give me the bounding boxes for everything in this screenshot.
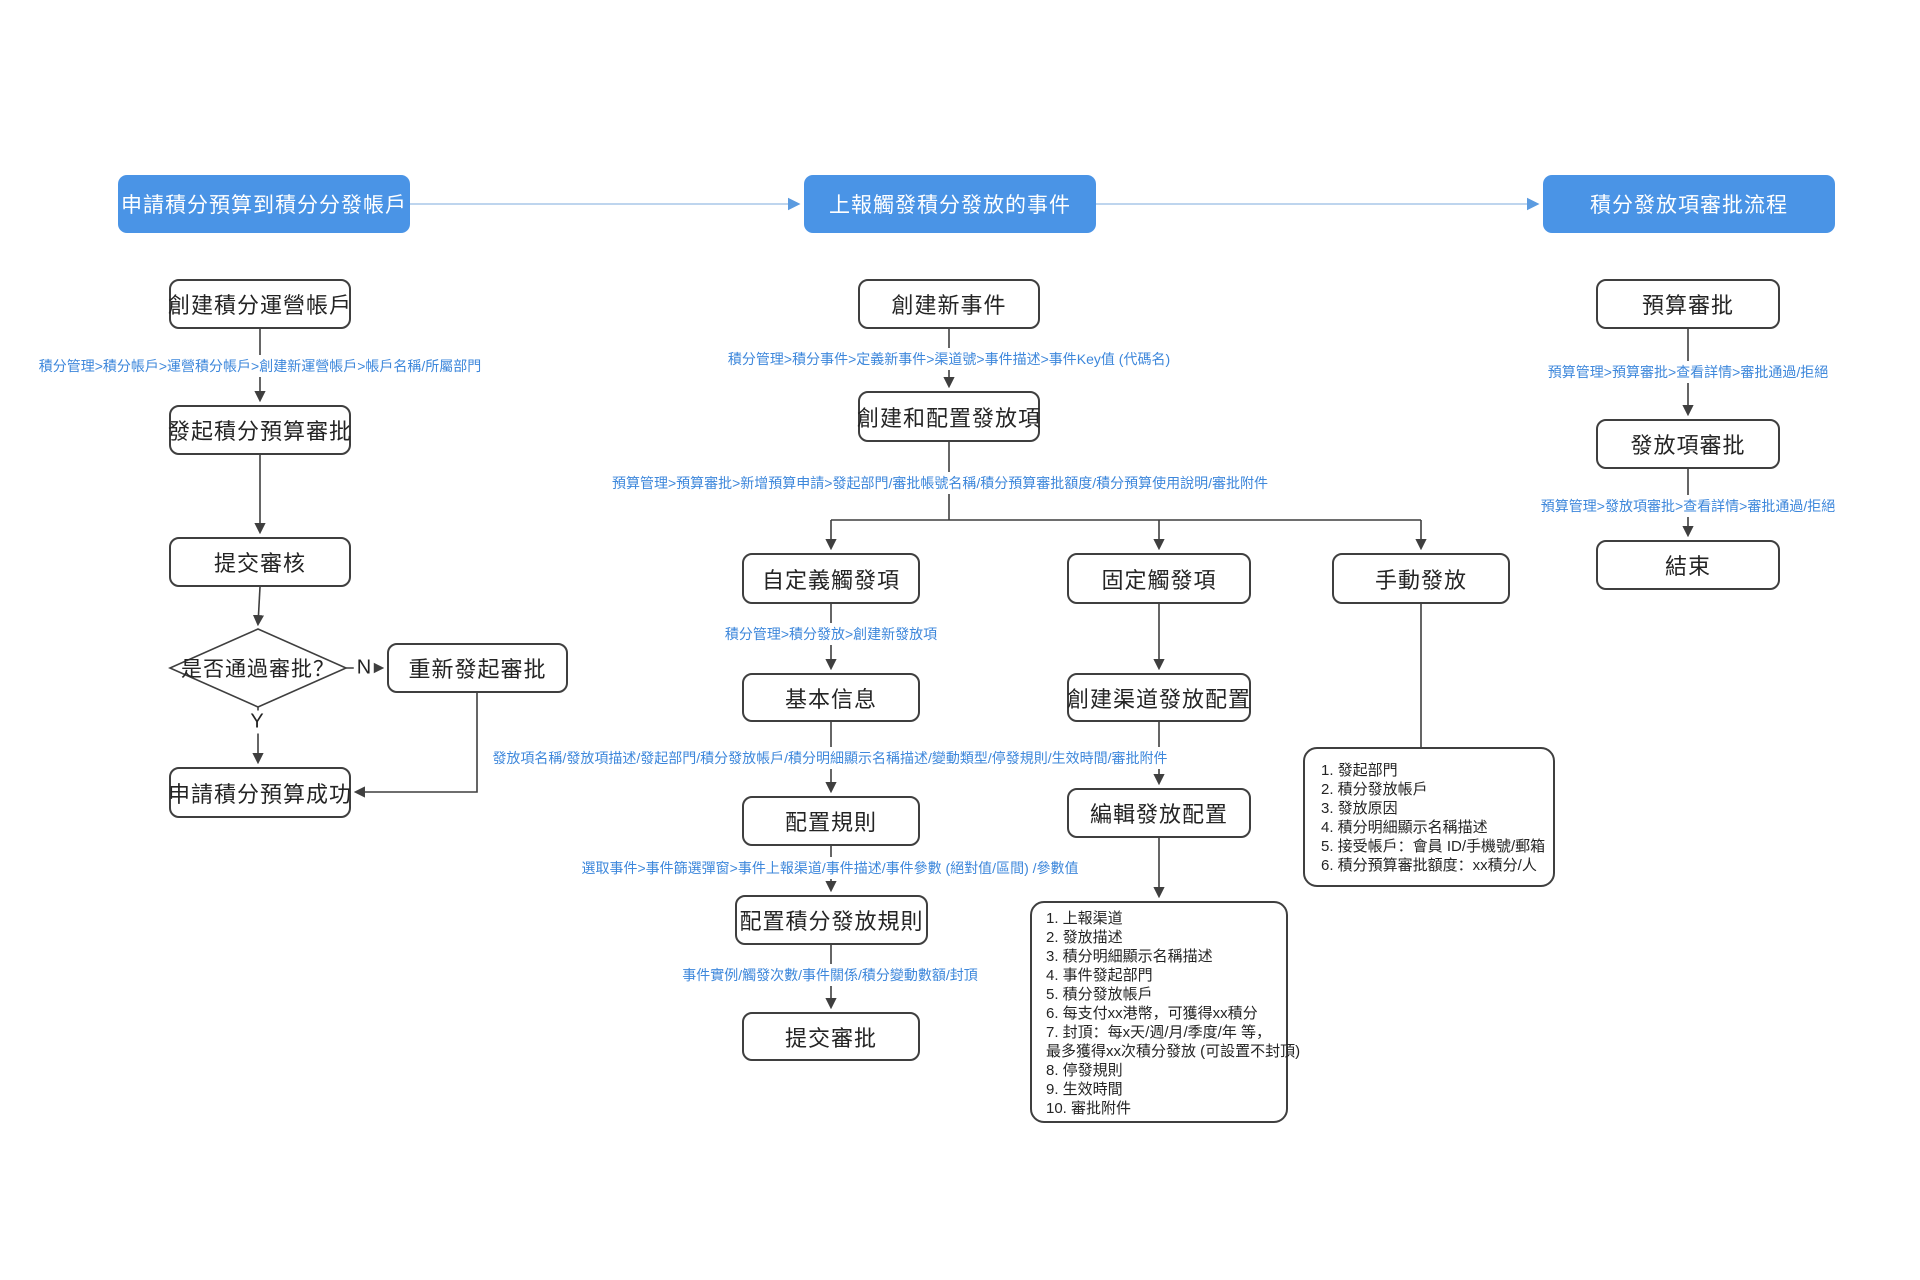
- header-apply-budget: 申請積分預算到積分分發帳戶: [118, 175, 410, 233]
- label-yes: Y: [247, 710, 267, 734]
- node-create-new-event: 創建新事件: [858, 279, 1040, 329]
- path-label-basic-info-fields: 發放項名稱/發放項描述/發起部門/積分發放帳戶/積分明細顯示名稱描述/變動類型/…: [486, 747, 1174, 769]
- node-manual-grant: 手動發放: [1332, 553, 1510, 604]
- list-item: 8. 停發規則: [1046, 1062, 1123, 1079]
- node-submit-approval: 提交審批: [742, 1012, 920, 1061]
- node-end: 結束: [1596, 540, 1780, 590]
- path-label-create-grant-item: 積分管理>積分發放>創建新發放項: [718, 623, 944, 645]
- node-configure-rules: 配置規則: [742, 796, 920, 846]
- path-label-create-event: 積分管理>積分事件>定義新事件>渠道號>事件描述>事件Key值 (代碼名): [721, 348, 1177, 370]
- header-grant-approval-flow: 積分發放項審批流程: [1543, 175, 1835, 233]
- node-submit-review: 提交審核: [169, 537, 351, 587]
- list-item: 7. 封頂：每x天/週/月/季度/年 等，: [1046, 1024, 1272, 1041]
- node-grant-item-approval: 發放項審批: [1596, 419, 1780, 469]
- list-item: 6. 每支付xx港幣，可獲得xx積分: [1046, 1005, 1258, 1022]
- list-item: 3. 積分明細顯示名稱描述: [1046, 948, 1213, 965]
- list-item: 1. 發起部門: [1321, 762, 1398, 779]
- node-budget-approval: 預算審批: [1596, 279, 1780, 329]
- list-item: 2. 發放描述: [1046, 929, 1123, 946]
- node-initiate-budget-approval: 發起積分預算審批: [168, 405, 351, 455]
- path-label-create-account: 積分管理>積分帳戶>運營積分帳戶>創建新運營帳戶>帳戶名稱/所屬部門: [32, 355, 488, 377]
- path-label-select-event: 選取事件>事件篩選彈窗>事件上報渠道/事件描述/事件參數 (絕對值/區間) /參…: [575, 857, 1085, 879]
- node-configure-grant-rules: 配置積分發放規則: [735, 895, 928, 945]
- path-label-event-instance: 事件實例/觸發次數/事件關係/積分變動數額/封頂: [676, 964, 984, 986]
- node-edit-grant-config: 編輯發放配置: [1067, 788, 1251, 838]
- list-item: 1. 上報渠道: [1046, 910, 1123, 927]
- list-item: 4. 事件發起部門: [1046, 967, 1153, 984]
- list-item: 5. 接受帳戶：會員 ID/手機號/郵箱: [1321, 838, 1546, 855]
- list-fixed-trigger-details: 1. 上報渠道 2. 發放描述 3. 積分明細顯示名稱描述 4. 事件發起部門 5. 積…: [1030, 901, 1301, 1123]
- list-item: 6. 積分預算審批額度：xx積分/人: [1321, 857, 1537, 874]
- list-item: 4. 積分明細顯示名稱描述: [1321, 819, 1488, 836]
- list-item: 2. 積分發放帳戶: [1321, 781, 1428, 798]
- label-no: N: [353, 656, 375, 680]
- list-item: 3. 發放原因: [1321, 800, 1398, 817]
- node-budget-request-success: 申請積分預算成功: [168, 767, 351, 818]
- node-custom-trigger: 自定義觸發項: [742, 553, 920, 604]
- path-label-budget-approval: 預算管理>預算審批>查看詳情>審批通過/拒絕: [1541, 361, 1835, 383]
- node-create-channel-config: 創建渠道發放配置: [1067, 673, 1251, 722]
- node-restart-approval: 重新發起審批: [387, 643, 568, 693]
- list-item: 10. 審批附件: [1046, 1100, 1132, 1117]
- list-item: 5. 積分發放帳戶: [1046, 986, 1153, 1003]
- node-fixed-trigger: 固定觸發項: [1067, 553, 1251, 604]
- path-label-grant-item-approval: 預算管理>發放項審批>查看詳情>審批通過/拒絕: [1534, 495, 1842, 517]
- list-item: 9. 生效時間: [1046, 1081, 1123, 1098]
- list-manual-grant-details: 1. 發起部門 2. 積分發放帳戶 3. 發放原因 4. 積分明細顯示名稱描述 5. 接…: [1303, 747, 1555, 887]
- node-create-configure-grant-item: 創建和配置發放項: [857, 391, 1040, 442]
- node-create-operating-account: 創建積分運營帳戶: [168, 279, 351, 329]
- decision-pass-approval: 是否通過審批？: [181, 658, 335, 681]
- header-report-trigger-event: 上報觸發積分發放的事件: [804, 175, 1096, 233]
- list-item: 最多獲得xx次積分發放 (可設置不封頂): [1046, 1043, 1301, 1060]
- path-label-budget-request: 預算管理>預算審批>新增預算申請>發起部門/審批帳號名稱/積分預算審批額度/積分…: [605, 472, 1275, 494]
- node-basic-info: 基本信息: [742, 673, 920, 722]
